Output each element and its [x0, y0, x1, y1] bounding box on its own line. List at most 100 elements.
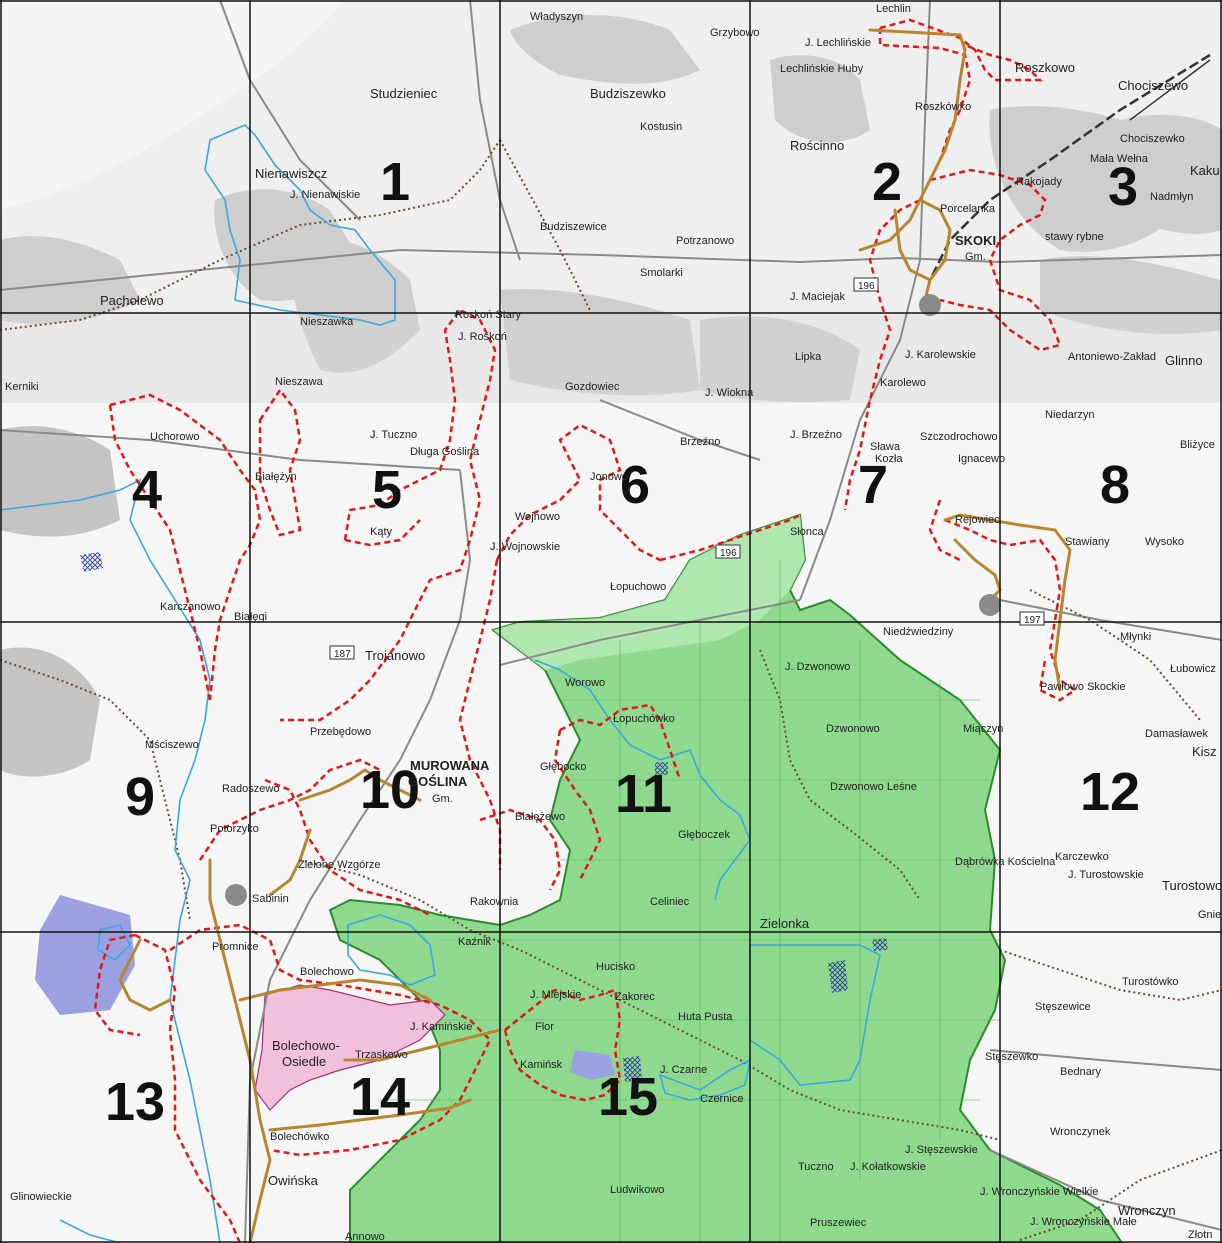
label-radoszewo: Radoszewo [222, 783, 279, 795]
label-lubowicz: Łubowicz [1170, 663, 1216, 675]
label-glinno: Glinno [1165, 353, 1203, 368]
landscape-park-area[interactable] [328, 513, 1124, 1243]
label-trzaskowo: Trzaskowo [355, 1049, 408, 1061]
grid-number-12: 12 [1080, 762, 1140, 822]
forest-compartment-lines [380, 560, 1000, 1243]
grid-number-8: 8 [1100, 455, 1130, 515]
label-miegczyn: Miączyn [963, 723, 1003, 735]
label-glebocko: Głębocko [540, 761, 586, 773]
label-mala-welna: Mała Wełna [1090, 153, 1149, 165]
label-budziszewice: Budziszewice [540, 221, 607, 233]
grid-number-14: 14 [350, 1067, 410, 1127]
label-j-dzwonowo: J. Dzwonowo [785, 661, 850, 673]
reserve-lilac-west[interactable] [35, 895, 135, 1015]
label-maciejak: J. Maciejak [790, 291, 846, 303]
label-budziszewko: Budziszewko [590, 86, 666, 101]
railway-branch [1129, 59, 1211, 121]
hatched-reserve-3[interactable] [872, 938, 888, 951]
label-rejowiec: Rejowiec [955, 514, 1000, 526]
road-number-196-a: 196 [858, 281, 875, 292]
label-j-kolatkowskie: J. Kołatkowskie [850, 1161, 926, 1173]
label-bolechowko: Bolechówko [270, 1131, 329, 1143]
label-lechlinskie: J. Lechlińskie [805, 37, 871, 49]
road-number-187: 187 [334, 649, 351, 660]
label-zielone-wzgorze: Zielone Wzgórze [298, 859, 381, 871]
label-stawiany: Stawiany [1065, 536, 1110, 548]
label-brzezno: Brzeźno [680, 436, 720, 448]
label-turostowo: Turostowo [1162, 878, 1222, 893]
label-bialezewo: Białężewo [515, 811, 565, 823]
label-owinska: Owińska [268, 1173, 319, 1188]
label-potrzanowo: Potrzanowo [676, 235, 734, 247]
label-lechlin: Lechlin [876, 3, 911, 15]
hatched-reserve-5[interactable] [655, 762, 668, 775]
woodland-top [0, 0, 1222, 313]
label-trojanowo: Trojanowo [365, 648, 425, 663]
label-kamiennice: Karczanowo [160, 601, 221, 613]
map-outside-area [0, 0, 345, 210]
label-slonca: Słonca [790, 526, 825, 538]
grid-numbers: 1 2 3 4 5 6 7 8 9 10 11 12 13 14 15 [105, 152, 1140, 1132]
label-niedzwiedziny: Niedźwiedziny [883, 626, 954, 638]
label-karczewko: Karczewko [1055, 851, 1109, 863]
label-prominnice: Promnice [212, 941, 258, 953]
label-msciszewo: Mściszewo [145, 739, 199, 751]
label-nieszawa: Nieszawa [275, 376, 324, 388]
label-smolarki: Smolarki [640, 267, 683, 279]
label-wronczynek: Wronczynek [1050, 1126, 1111, 1138]
label-roskon: Roskoń Stary [455, 309, 522, 321]
label-lopuchowko: Łopuchówko [613, 713, 675, 725]
label-j-miejskie: J. Miejskie [530, 989, 581, 1001]
label-porcelanka: Porcelanka [940, 203, 996, 215]
label-lipka: Lipka [795, 351, 822, 363]
grid-number-5: 5 [372, 460, 402, 520]
label-nieszawka: Nieszawka [300, 316, 354, 328]
label-pruszewiec: Pruszewiec [810, 1217, 867, 1229]
label-karolewskie: J. Karolewskie [905, 349, 976, 361]
grid-number-11: 11 [615, 764, 672, 824]
label-gozdowiec: Gozdowiec [565, 381, 620, 393]
point-marker-rejowiec[interactable] [979, 594, 1001, 616]
boundaries[interactable] [93, 18, 1078, 1243]
label-nienawiszcz: Nienawiszcz [255, 166, 327, 181]
label-przebedowo: Przebędowo [310, 726, 371, 738]
hatched-reserve-4[interactable] [623, 1056, 642, 1082]
label-roscinno: Rościnno [790, 138, 844, 153]
point-marker-sabinin[interactable] [225, 884, 247, 906]
label-kamiensk: Kamińsk [520, 1059, 563, 1071]
label-j-brzezno: J. Brzeźno [790, 429, 842, 441]
label-pawlowo: Pawłowo Skockie [1040, 681, 1126, 693]
label-bialezyn: Białężyn [255, 471, 297, 483]
label-kerniki: Kerniki [5, 381, 39, 393]
rivers[interactable] [0, 124, 881, 1243]
label-kaznik: Kaźnik [458, 936, 492, 948]
label-stawy-rybne: stawy rybne [1045, 231, 1104, 243]
label-ludwikowo: Ludwikowo [610, 1184, 664, 1196]
road-number-197: 197 [1024, 615, 1041, 626]
trails[interactable] [118, 28, 1072, 1243]
hatched-reserve-1[interactable] [80, 552, 103, 572]
label-bialegi: Białęgi [234, 611, 267, 623]
label-dabrowka: Dąbrówka Kościelna [955, 856, 1056, 868]
label-gm2: Gm. [432, 793, 453, 805]
reserve-lilac-lake[interactable] [570, 1050, 615, 1080]
woodland-band [0, 313, 1222, 403]
grid-number-1: 1 [380, 152, 410, 212]
grid-number-6: 6 [620, 455, 650, 515]
label-mlynki: Młynki [1120, 631, 1151, 643]
grid-number-15: 15 [598, 1067, 658, 1127]
label-osiedle: Osiedle [282, 1054, 326, 1069]
hatched-reserve-2[interactable] [828, 960, 848, 993]
grid-number-2: 2 [872, 152, 902, 212]
label-ignacewo: Ignacewo [958, 453, 1005, 465]
label-j-turostowskie: J. Turostowskie [1068, 869, 1144, 881]
label-wysoko: Wysoko [1145, 536, 1184, 548]
label-bolechowo: Bolechowo [300, 966, 354, 978]
label-j-wronczynskie: J. Wronczyńskie Wielkie [980, 1186, 1098, 1198]
label-uchorowo: Uchorowo [150, 431, 200, 443]
point-marker-skoki[interactable] [919, 294, 941, 316]
